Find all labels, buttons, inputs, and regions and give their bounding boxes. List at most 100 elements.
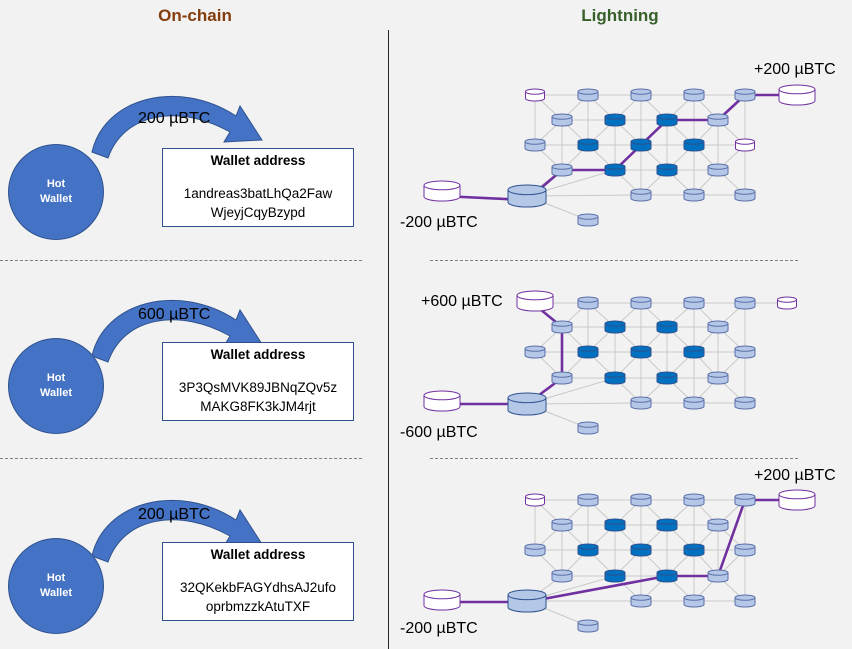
network-node — [525, 88, 545, 102]
hub-node — [507, 589, 547, 613]
sender-node — [423, 390, 461, 412]
network-node — [630, 138, 652, 152]
amount-label: 200 µBTC — [138, 506, 211, 523]
network-node — [630, 345, 652, 359]
transfer-arrow — [91, 299, 263, 363]
network-node — [604, 320, 626, 334]
network-node — [777, 296, 797, 310]
network-node — [683, 345, 705, 359]
row-divider — [430, 260, 798, 261]
lightning-network-2 — [423, 290, 797, 435]
network-node — [656, 320, 678, 334]
network-node — [577, 543, 599, 557]
wallet-address-title: Wallet address — [210, 547, 306, 562]
network-node — [551, 320, 573, 334]
network-node — [630, 543, 652, 557]
network-node — [707, 569, 729, 583]
network-node — [577, 296, 599, 310]
network-node — [577, 421, 599, 435]
network-node — [577, 138, 599, 152]
network-node — [551, 518, 573, 532]
hub-node — [507, 184, 547, 208]
network-node — [551, 371, 573, 385]
network-node — [683, 188, 705, 202]
network-node — [683, 396, 705, 410]
network-node — [734, 493, 756, 507]
network-node — [604, 113, 626, 127]
row-divider — [0, 458, 362, 459]
lightning-network-1 — [423, 84, 816, 227]
network-node — [656, 569, 678, 583]
wallet-address-title: Wallet address — [210, 347, 306, 362]
transfer-arrow — [91, 95, 263, 159]
sender-node — [423, 180, 461, 202]
receiver-node — [778, 489, 816, 511]
wallet-address-title: Wallet address — [210, 153, 306, 168]
row-divider — [0, 260, 362, 261]
sent-amount-label: -600 µBTC — [400, 424, 478, 441]
network-node — [707, 518, 729, 532]
network-node — [707, 163, 729, 177]
network-node — [734, 594, 756, 608]
network-node — [524, 345, 546, 359]
sent-amount-label: -200 µBTC — [400, 214, 478, 231]
lightning-network-3 — [423, 489, 816, 633]
network-node — [630, 594, 652, 608]
network-node — [734, 88, 756, 102]
amount-label: 200 µBTC — [138, 110, 211, 127]
network-node — [551, 163, 573, 177]
network-node — [734, 188, 756, 202]
network-node — [734, 543, 756, 557]
network-node — [630, 493, 652, 507]
network-node — [577, 619, 599, 633]
network-node — [707, 371, 729, 385]
network-node — [604, 569, 626, 583]
lightning-header: Lightning — [581, 6, 659, 25]
received-amount-label: +600 µBTC — [421, 293, 503, 310]
network-node — [735, 138, 755, 152]
receiver-node — [516, 290, 554, 312]
network-node — [683, 88, 705, 102]
hub-node — [507, 392, 547, 416]
network-node — [604, 163, 626, 177]
receiver-node — [778, 84, 816, 106]
network-node — [734, 396, 756, 410]
network-node — [707, 113, 729, 127]
network-node — [551, 569, 573, 583]
amount-label: 600 µBTC — [138, 306, 211, 323]
network-node — [707, 320, 729, 334]
network-node — [683, 594, 705, 608]
network-node — [656, 163, 678, 177]
network-node — [683, 138, 705, 152]
network-node — [656, 371, 678, 385]
row-divider — [430, 458, 798, 459]
onchain-header: On-chain — [158, 6, 232, 25]
network-node — [734, 296, 756, 310]
sent-amount-label: -200 µBTC — [400, 620, 478, 637]
column-divider — [388, 30, 389, 649]
network-node — [524, 543, 546, 557]
received-amount-label: +200 µBTC — [754, 61, 836, 78]
network-node — [656, 113, 678, 127]
network-node — [630, 296, 652, 310]
network-node — [683, 543, 705, 557]
network-node — [734, 345, 756, 359]
network-node — [630, 396, 652, 410]
network-node — [551, 113, 573, 127]
network-node — [630, 188, 652, 202]
network-node — [577, 88, 599, 102]
network-node — [604, 518, 626, 532]
network-node — [604, 371, 626, 385]
network-node — [683, 493, 705, 507]
network-node — [524, 138, 546, 152]
transfer-arrow — [91, 499, 263, 563]
